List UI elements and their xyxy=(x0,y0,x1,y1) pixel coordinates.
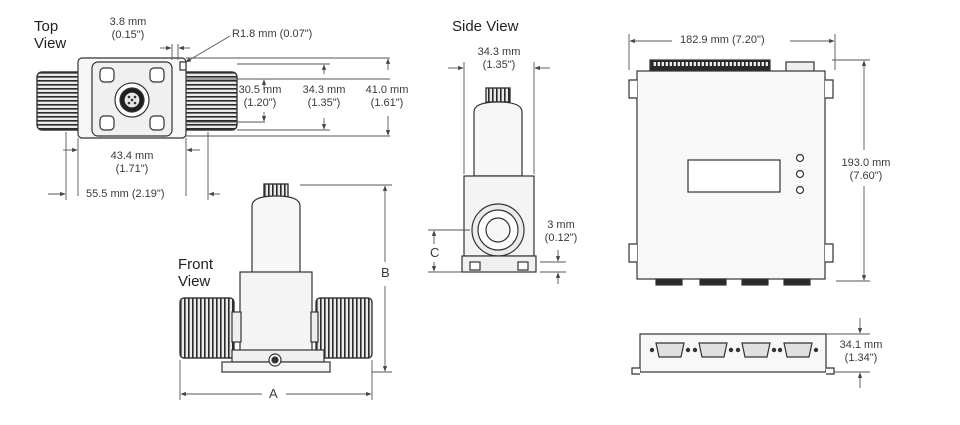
front-view-dimensions xyxy=(179,184,392,400)
dim-hole-spacing-in: (1.20") xyxy=(243,97,277,109)
top-view-drawing xyxy=(36,57,238,139)
side-view-dimensions xyxy=(428,62,566,284)
dim-flange-gap-mm: 3.8 mm xyxy=(109,16,147,28)
dim-flange-depth: 41.0 mm (1.61") xyxy=(358,84,416,110)
top-view-title: Top View xyxy=(34,18,66,52)
dim-flange-depth-in: (1.61") xyxy=(370,97,404,109)
side-view-drawing xyxy=(461,87,537,273)
dim-letter-b: B xyxy=(381,265,390,280)
dim-base-thickness: 3 mm (0.12") xyxy=(540,219,582,245)
dim-flange-width: 43.4 mm (1.71") xyxy=(102,150,162,176)
top-view-title-line1: Top xyxy=(34,18,59,35)
enclosure-front-dimensions xyxy=(628,34,870,282)
dim-enclosure-depth-mm: 34.1 mm xyxy=(839,339,883,351)
dim-enclosure-height-mm: 193.0 mm xyxy=(841,157,891,169)
dim-hole-spacing: 30.5 mm (1.20") xyxy=(234,84,286,110)
top-view-title-line2: View xyxy=(34,35,67,52)
dim-base-thickness-mm: 3 mm xyxy=(547,219,575,231)
dim-letter-c: C xyxy=(430,245,440,260)
dim-hole-spacing-mm: 30.5 mm xyxy=(238,84,282,96)
front-view-drawing xyxy=(179,183,373,373)
dim-enclosure-height-in: (7.60") xyxy=(849,170,883,182)
dim-overall-width-top: 55.5 mm (2.19") xyxy=(86,188,165,200)
dim-side-width-mm: 34.3 mm xyxy=(477,46,521,58)
dim-base-thickness-in: (0.12") xyxy=(544,232,578,244)
dim-letter-a: A xyxy=(269,386,278,401)
dim-enclosure-height: 193.0 mm (7.60") xyxy=(836,157,896,183)
dim-body-depth-mm: 34.3 mm xyxy=(302,84,346,96)
dim-flange-width-in: (1.71") xyxy=(115,163,149,175)
front-view-title-line1: Front xyxy=(178,256,214,273)
front-view-title-line2: View xyxy=(178,273,211,290)
dim-flange-gap-in: (0.15") xyxy=(111,29,145,41)
dim-enclosure-depth: 34.1 mm (1.34") xyxy=(832,339,890,365)
dim-flange-gap: 3.8 mm (0.15") xyxy=(100,16,156,42)
enclosure-front-drawing xyxy=(628,59,834,286)
dim-side-width-in: (1.35") xyxy=(482,59,516,71)
dim-body-depth-in: (1.35") xyxy=(307,97,341,109)
dim-flange-depth-mm: 41.0 mm xyxy=(365,84,409,96)
dim-flange-width-mm: 43.4 mm xyxy=(110,150,154,162)
enclosure-bottom-drawing xyxy=(631,333,835,375)
dim-corner-radius: R1.8 mm (0.07") xyxy=(232,28,313,40)
dim-side-width: 34.3 mm (1.35") xyxy=(468,46,530,72)
side-view-title: Side View xyxy=(452,18,519,35)
enclosure-bottom-dimensions xyxy=(826,318,870,388)
dim-enclosure-width: 182.9 mm (7.20") xyxy=(680,34,765,46)
front-view-title: Front View xyxy=(178,256,213,290)
dim-body-depth: 34.3 mm (1.35") xyxy=(296,84,352,110)
dim-enclosure-depth-in: (1.34") xyxy=(844,352,878,364)
top-view-dimensions xyxy=(48,35,391,200)
